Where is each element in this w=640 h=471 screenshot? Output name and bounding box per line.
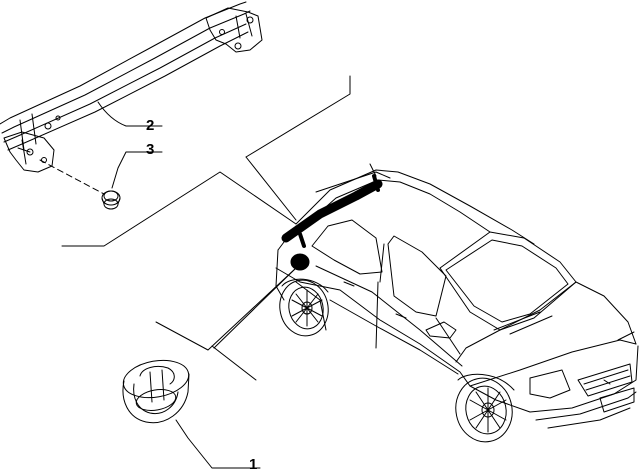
fixing-axis bbox=[39, 159, 105, 195]
leader-1 bbox=[175, 419, 261, 469]
callout-1: 1 bbox=[249, 456, 258, 471]
bumper-beam bbox=[0, 1, 263, 173]
car-illustration bbox=[275, 163, 639, 443]
highlighted-absorber bbox=[290, 253, 310, 271]
callout-3: 3 bbox=[146, 141, 155, 158]
grommet-plug bbox=[101, 190, 121, 210]
leader-2 bbox=[97, 101, 163, 127]
highlighted-beam bbox=[281, 179, 383, 243]
projection-lines bbox=[61, 171, 297, 247]
callout-2: 2 bbox=[146, 117, 155, 134]
leader-3 bbox=[111, 151, 163, 189]
absorber-cup bbox=[122, 359, 190, 424]
